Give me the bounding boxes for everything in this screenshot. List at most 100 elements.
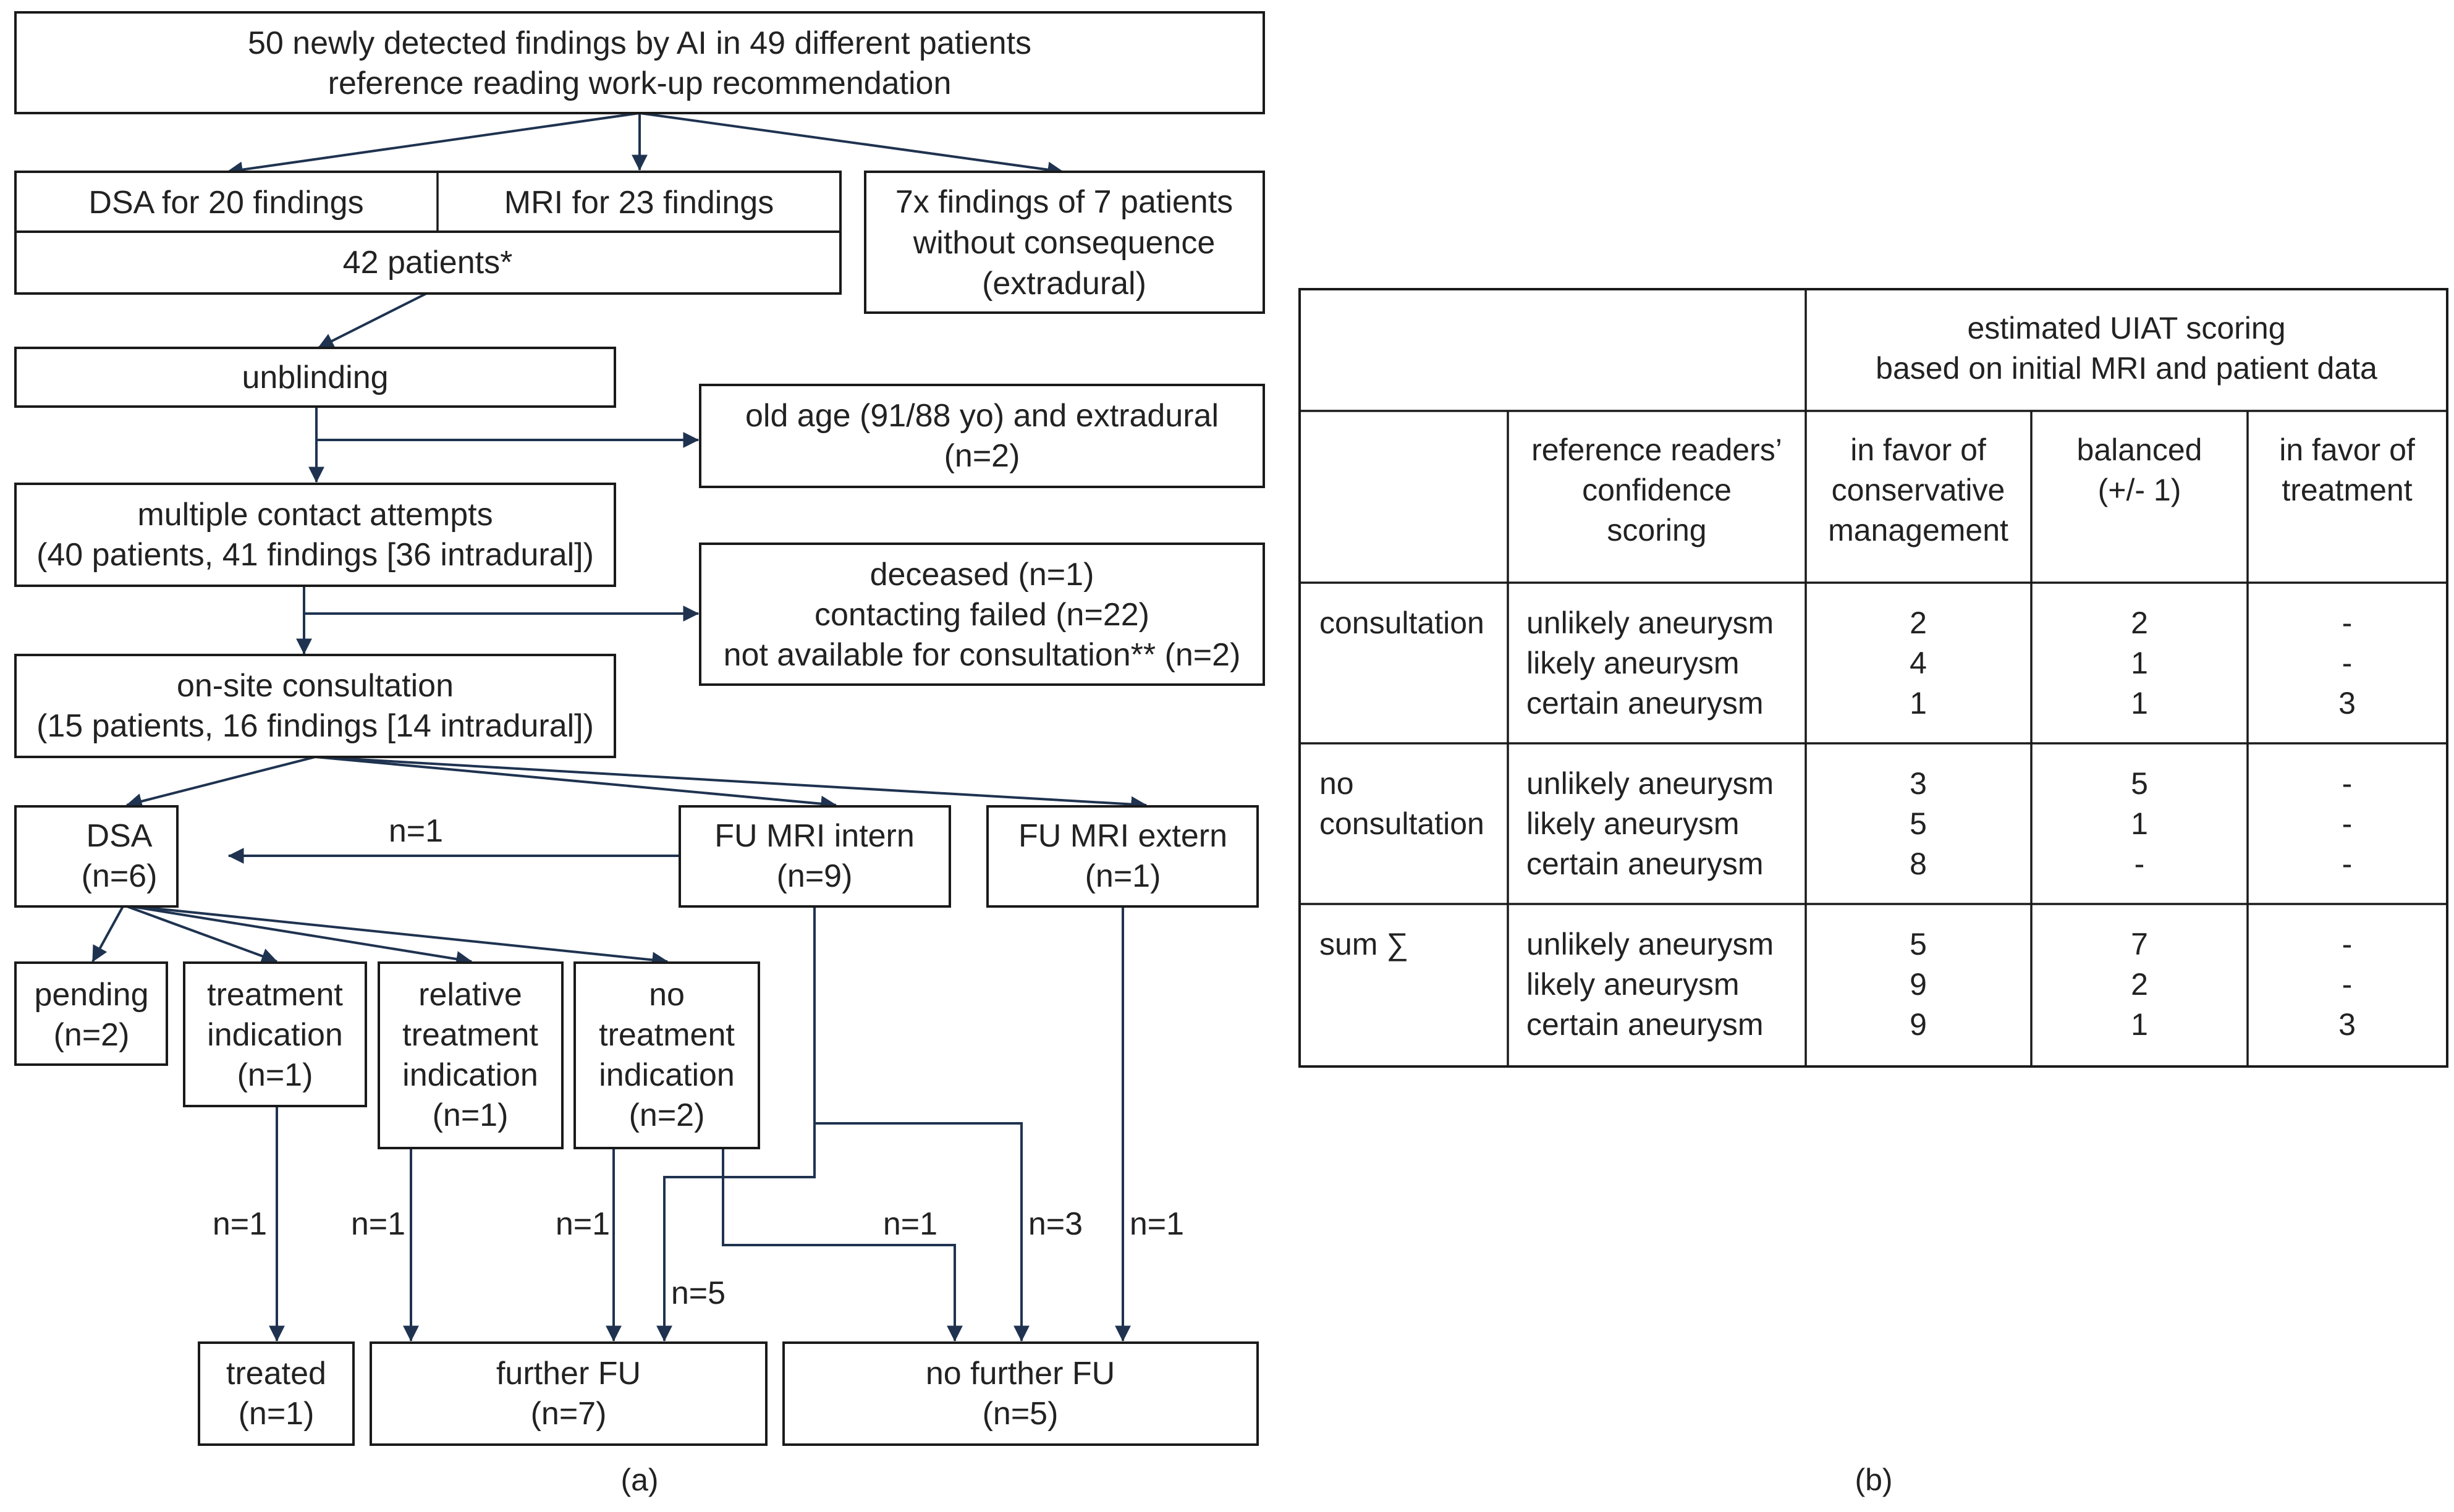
no-treatment-line2: treatment: [599, 1017, 735, 1053]
relative-treatment-box: relative treatment indication (n=1): [378, 961, 564, 1149]
edge-label-intern-to-dsa: n=1: [389, 813, 443, 849]
row-label: likely aneurysm: [1526, 967, 1740, 1002]
old-age-line2: (n=2): [944, 438, 1020, 474]
cell-conservative: 8: [1910, 847, 1927, 881]
row-label: likely aneurysm: [1526, 646, 1740, 680]
arrow-dsa-to-treatment: [123, 904, 278, 964]
further-fu-box: further FU (n=7): [370, 1341, 768, 1446]
no-further-fu-line2: (n=5): [983, 1396, 1059, 1432]
pending-line1: pending: [34, 977, 148, 1013]
contact-attempts-box: multiple contact attempts (40 patients, …: [14, 483, 616, 587]
cell-conservative: 4: [1910, 646, 1927, 680]
excluded-box: deceased (n=1) contacting failed (n=22) …: [699, 543, 1265, 686]
table-group-no-consultation: no consultation unlikely aneurysm 3 5 - …: [1319, 766, 2352, 881]
edge-label-extern-to-no-further: n=1: [1130, 1206, 1184, 1242]
arrow-top-to-dsa: [226, 112, 640, 178]
relative-treatment-line4: (n=1): [433, 1097, 509, 1133]
consultation-box: on-site consultation (15 patients, 16 fi…: [14, 654, 616, 758]
arrow-consultation-to-intern: [315, 756, 837, 812]
treatment-indication-line1: treatment: [207, 977, 343, 1013]
contact-attempts-line1: multiple contact attempts: [137, 497, 493, 533]
group-label-line2: consultation: [1319, 806, 1484, 841]
without-consequence-line2: without consequence: [913, 225, 1216, 261]
cell-treatment: -: [2342, 806, 2353, 841]
contact-attempts-line2: (40 patients, 41 findings [36 intradural…: [36, 537, 594, 573]
top-box: 50 newly detected findings by AI in 49 d…: [14, 11, 1265, 114]
arrow-consultation-to-extern: [315, 756, 1148, 813]
col-treatment-line2: treatment: [2282, 473, 2412, 507]
fu-mri-intern-box: FU MRI intern (n=9): [679, 805, 951, 908]
uiat-table: estimated UIAT scoring based on initial …: [1298, 288, 2448, 1497]
consultation-line2: (15 patients, 16 findings [14 intradural…: [36, 708, 594, 744]
no-treatment-line1: no: [649, 977, 685, 1013]
arrow-no-treatment-to-no-further: [722, 1148, 963, 1342]
arrow-patients-to-unblinding: [317, 292, 427, 349]
edge-label-treatment-to-treated: n=1: [213, 1206, 267, 1242]
cell-balanced: 1: [2131, 1007, 2148, 1042]
group-label: consultation: [1319, 606, 1484, 640]
col-confidence-line3: scoring: [1607, 513, 1706, 547]
dsa-findings-label: DSA for 20 findings: [88, 185, 363, 221]
treatment-indication-box: treatment indication (n=1): [183, 961, 367, 1107]
cell-conservative: 5: [1910, 806, 1927, 841]
table-row: certain aneurysm 8 - -: [1526, 847, 2352, 881]
cell-treatment: 3: [2338, 686, 2356, 720]
table-group-consultation: consultation unlikely aneurysm 2 2 - lik…: [1319, 606, 2356, 720]
without-consequence-box: 7x findings of 7 patients without conseq…: [864, 171, 1265, 314]
arrow-consultation-to-dsa: [125, 756, 316, 809]
row-label: likely aneurysm: [1526, 806, 1740, 841]
cell-conservative: 3: [1910, 766, 1927, 801]
table-row: likely aneurysm 4 1 -: [1526, 646, 2352, 680]
without-consequence-line1: 7x findings of 7 patients: [895, 184, 1233, 220]
pending-box: pending (n=2): [14, 961, 168, 1066]
row-label: unlikely aneurysm: [1526, 606, 1774, 640]
no-treatment-box: no treatment indication (n=2): [573, 961, 760, 1149]
fu-mri-extern-line2: (n=1): [1085, 858, 1161, 894]
cell-balanced: 7: [2131, 927, 2148, 961]
treated-line1: treated: [226, 1356, 326, 1392]
pending-line2: (n=2): [54, 1017, 130, 1053]
col-conservative-line3: management: [1828, 513, 2008, 547]
edge-label-no-treatment-to-further: n=1: [556, 1206, 610, 1242]
row-label: certain aneurysm: [1526, 686, 1764, 720]
row-label: unlikely aneurysm: [1526, 927, 1774, 961]
flowchart: n=1 n=1 n=1 n=1 n=5 n=1 n=3 n=1 50 newly…: [14, 11, 1265, 1497]
fu-mri-intern-line2: (n=9): [777, 858, 853, 894]
cell-conservative: 1: [1910, 686, 1927, 720]
no-further-fu-box: no further FU (n=5): [782, 1341, 1259, 1446]
col-confidence-line1: reference readers’: [1531, 433, 1782, 467]
cell-treatment: -: [2342, 606, 2353, 640]
cell-balanced: 2: [2131, 606, 2148, 640]
arrow-dsa-to-no-treatment: [123, 904, 669, 968]
further-fu-line2: (n=7): [531, 1396, 607, 1432]
without-consequence-line3: (extradural): [982, 266, 1146, 302]
top-box-line1: 50 newly detected findings by AI in 49 d…: [248, 25, 1031, 61]
unblinding-box: unblinding: [14, 347, 616, 408]
fu-mri-intern-line1: FU MRI intern: [714, 818, 915, 854]
table-row: unlikely aneurysm 5 7 -: [1526, 927, 2352, 961]
arrow-top-to-extradural: [639, 112, 1064, 178]
treated-box: treated (n=1): [198, 1341, 355, 1446]
table-grid-lines: [1300, 289, 2447, 1066]
cell-balanced: 1: [2131, 646, 2148, 680]
relative-treatment-line3: indication: [402, 1057, 538, 1093]
cell-treatment: -: [2342, 927, 2353, 961]
header-top-line2: based on initial MRI and patient data: [1876, 351, 2377, 386]
row-label: certain aneurysm: [1526, 847, 1764, 881]
arrow-dsa-to-relative: [123, 904, 473, 967]
cell-treatment: 3: [2338, 1007, 2356, 1042]
relative-treatment-line1: relative: [418, 977, 522, 1013]
table-row: certain aneurysm 1 1 3: [1526, 686, 2356, 720]
group-label: no: [1319, 766, 1354, 801]
relative-treatment-line2: treatment: [402, 1017, 538, 1053]
cell-conservative: 9: [1910, 1007, 1927, 1042]
col-treatment-line1: in favor of: [2279, 433, 2415, 467]
flowchart-connectors: [91, 112, 1148, 1342]
no-further-fu-line1: no further FU: [926, 1356, 1115, 1392]
col-confidence-line2: confidence: [1582, 473, 1732, 507]
excluded-line3: not available for consultation** (n=2): [724, 637, 1241, 673]
dsa-box: DSA (n=6): [14, 805, 179, 908]
dsa-line2: (n=6): [82, 858, 158, 894]
cell-balanced: 1: [2131, 806, 2148, 841]
